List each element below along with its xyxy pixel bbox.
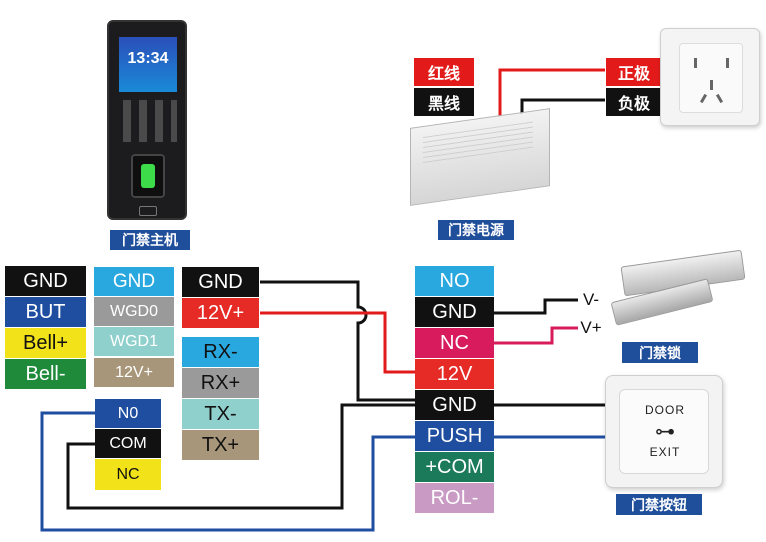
terminal-ps-gnd-2: GND <box>415 390 494 420</box>
magnetic-lock <box>610 249 747 330</box>
power-label-red: 红线 <box>414 58 474 86</box>
terminal-but: BUT <box>5 297 86 327</box>
controller-caption: 门禁主机 <box>110 230 190 250</box>
terminal-ps-com: +COM <box>415 452 494 482</box>
keypad <box>119 100 177 142</box>
lock-label-v-minus: V- <box>582 290 600 309</box>
access-controller: 13:34 <box>107 20 187 220</box>
black-wire-lock-v-minus <box>494 298 578 315</box>
red-wire-12v <box>260 311 415 374</box>
magenta-wire-lock-v-plus <box>494 326 578 345</box>
terminal-wgd0: WGD0 <box>94 297 174 326</box>
terminal-power-12v: 12V+ <box>182 298 259 328</box>
exit-button-caption: 门禁按钮 <box>616 494 702 515</box>
key-icon: ⊶ <box>655 420 675 443</box>
fingerprint-sensor <box>131 154 165 198</box>
fingerprint-window <box>141 164 155 188</box>
terminal-rx-plus: RX+ <box>182 368 259 398</box>
controller-time: 13:34 <box>127 50 169 67</box>
terminal-wg-12v: 12V+ <box>94 358 174 387</box>
terminal-power-gnd: GND <box>182 267 259 297</box>
power-label-black: 黑线 <box>414 88 474 116</box>
exit-button-door-text: DOOR <box>645 403 685 417</box>
outlet-slot <box>699 93 708 104</box>
exit-button-exit-text: EXIT <box>649 445 681 459</box>
outlet-label-negative: 负极 <box>606 88 662 116</box>
terminal-bell-minus: Bell- <box>5 359 86 389</box>
outlet-slot <box>694 58 697 68</box>
terminal-rx-minus: RX- <box>182 337 259 367</box>
power-supply-label <box>423 121 533 168</box>
terminal-tx-minus: TX- <box>182 399 259 429</box>
wall-outlet <box>660 28 760 126</box>
red-wire-supply-to-outlet <box>498 68 605 120</box>
black-wire-gnd <box>260 280 415 402</box>
outlet-slot <box>726 58 729 68</box>
exit-button-face: DOOR ⊶ EXIT <box>619 389 709 474</box>
terminal-ps-12v: 12V <box>415 359 494 389</box>
lock-caption: 门禁锁 <box>622 342 698 363</box>
terminal-bell-plus: Bell+ <box>5 328 86 358</box>
outlet-label-positive: 正极 <box>606 58 662 86</box>
lock-label-v-plus: V+ <box>580 318 602 337</box>
card-reader-icon <box>139 206 157 216</box>
outlet-slot <box>715 93 724 104</box>
outlet-slot <box>710 80 713 90</box>
terminal-ps-push: PUSH <box>415 421 494 451</box>
terminal-gnd: GND <box>5 266 86 296</box>
black-wire-com-loop <box>66 403 415 510</box>
terminal-tx-plus: TX+ <box>182 430 259 460</box>
blue-wire-n0-loop <box>40 411 415 532</box>
terminal-ps-nc: NC <box>415 328 494 358</box>
power-supply-caption: 门禁电源 <box>438 220 514 240</box>
terminal-relay-com: COM <box>95 429 161 458</box>
terminal-wgd1: WGD1 <box>94 327 174 356</box>
exit-button: DOOR ⊶ EXIT <box>605 375 723 488</box>
terminal-ps-gnd: GND <box>415 297 494 327</box>
terminal-ps-no: NO <box>415 266 494 296</box>
terminal-ps-rol: ROL- <box>415 483 494 513</box>
terminal-wg-gnd: GND <box>94 267 174 296</box>
terminal-relay-n0: N0 <box>95 399 161 428</box>
controller-screen: 13:34 <box>119 37 177 92</box>
terminal-relay-nc: NC <box>95 459 161 490</box>
outlet-inner <box>679 43 743 113</box>
